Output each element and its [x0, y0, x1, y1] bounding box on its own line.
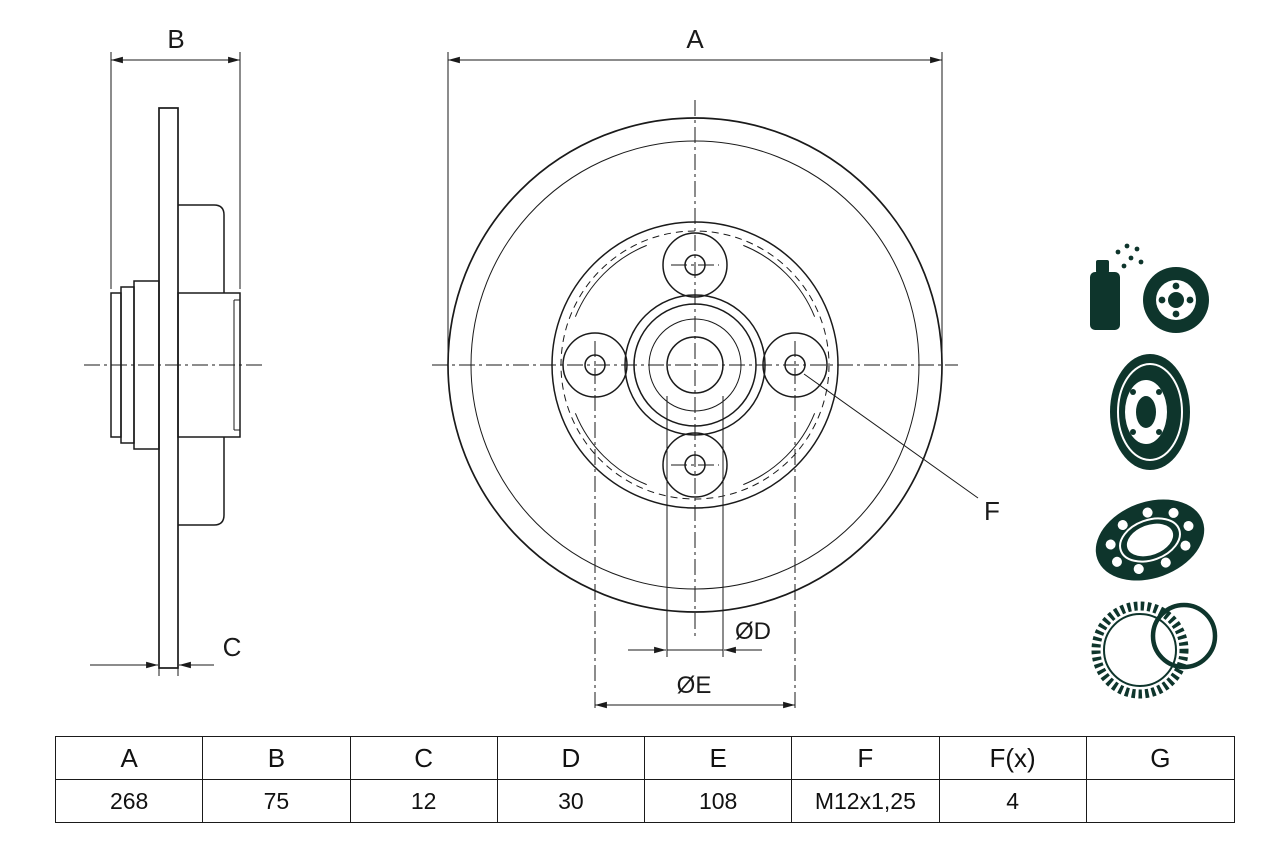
- bearing-ball: [1111, 556, 1122, 567]
- dim-label-d: ØD: [735, 618, 771, 645]
- dimension-b: B: [110, 24, 241, 289]
- dimension-a: A: [447, 24, 943, 356]
- hub-bolt-dot: [1186, 296, 1194, 304]
- leader-line: [803, 373, 979, 499]
- spray-dot: [1115, 249, 1121, 255]
- brake-disc-icon: [1110, 354, 1190, 470]
- table-header-e: E: [645, 737, 793, 780]
- front-view: [432, 100, 958, 638]
- spray-dot: [1121, 263, 1127, 269]
- bearing-ball: [1183, 520, 1194, 531]
- bearing-ball: [1180, 540, 1191, 551]
- scallop-arc: [574, 244, 647, 317]
- table-header-a: A: [56, 737, 204, 780]
- disc-groove: [1117, 363, 1183, 461]
- table-value-f: M12x1,25: [792, 780, 940, 822]
- technical-drawing: B C: [84, 24, 1218, 712]
- center-bore: [666, 336, 724, 394]
- bearing-ball: [1160, 557, 1171, 568]
- table-header-d: D: [497, 737, 645, 780]
- spray-can-and-hub-icon: [1090, 243, 1209, 333]
- bolt-boss-top: [662, 232, 728, 298]
- scallop-arc: [574, 413, 647, 486]
- dim-label-c: C: [223, 632, 242, 662]
- spray-can-body: [1090, 272, 1120, 330]
- hub-bell-bottom: [178, 437, 225, 526]
- dimension-e: ØE: [594, 341, 796, 712]
- dim-label-f: F: [984, 496, 1000, 526]
- dimension-c: C: [90, 632, 241, 676]
- label-f: F: [803, 373, 1000, 526]
- table-value-e: 108: [645, 780, 793, 822]
- tone-ring-teeth: [1091, 601, 1189, 699]
- bearing-ball: [1133, 564, 1144, 575]
- hub-bolt-dot: [1172, 310, 1180, 318]
- table-header-g: G: [1086, 737, 1234, 780]
- bearing-inner-race: [1119, 517, 1181, 563]
- table-value-d: 30: [498, 780, 645, 822]
- hub-bolt-dot: [1158, 296, 1166, 304]
- table-value-a: 268: [56, 780, 204, 822]
- scallop-arc: [743, 413, 816, 486]
- hub-face-bore: [1168, 292, 1184, 308]
- table-header-f: F: [792, 737, 940, 780]
- hub-flange-outer: [551, 221, 839, 509]
- table-header-b: B: [203, 737, 351, 780]
- spray-can-nozzle: [1096, 260, 1109, 273]
- table-header-fx: F(x): [939, 737, 1087, 780]
- hub-nose-step3: [110, 292, 122, 438]
- disc-outer-edge: [447, 117, 943, 613]
- spray-dot: [1134, 246, 1140, 252]
- table-value-fx: 4: [940, 780, 1087, 822]
- table-value-c: 12: [351, 780, 498, 822]
- disc-bolt-dot: [1156, 389, 1162, 395]
- hub-pilot-inner: [648, 318, 742, 412]
- smooth-ring: [1150, 602, 1218, 670]
- dim-label-b: B: [167, 24, 184, 54]
- table-value-b: 75: [203, 780, 351, 822]
- scallop-arc: [743, 244, 816, 317]
- dimension-d: ØD: [628, 396, 771, 657]
- bearing-ball: [1168, 507, 1179, 518]
- dim-label-e: ØE: [677, 672, 712, 699]
- disc-bolt-dot: [1130, 429, 1136, 435]
- table-value-row: 268 75 12 30 108 M12x1,25 4: [56, 780, 1234, 822]
- bearing-ball: [1142, 507, 1153, 518]
- bearing-block: [177, 292, 241, 438]
- abs-sensor-ring-icon: [1091, 601, 1218, 699]
- tone-ring-inner-edge: [1103, 613, 1177, 687]
- disc-bore: [1136, 396, 1156, 428]
- disc-bolt-dot: [1156, 429, 1162, 435]
- table-header-c: C: [350, 737, 498, 780]
- spray-dot: [1138, 259, 1144, 265]
- hub-bell-top: [178, 204, 225, 293]
- spray-dot: [1124, 243, 1130, 249]
- table-header-row: A B C D E F F(x) G: [56, 737, 1234, 780]
- spec-table: A B C D E F F(x) G 268 75 12 30 108 M12x…: [55, 736, 1235, 823]
- bearing-ball: [1117, 520, 1128, 531]
- hub-plate-ring: [624, 294, 766, 436]
- disc-bolt-dot: [1130, 389, 1136, 395]
- hub-hidden-edge: [560, 230, 830, 500]
- friction-band-inner-edge: [470, 140, 920, 590]
- bolt-boss-bottom: [662, 432, 728, 498]
- ball-bearing-icon: [1095, 499, 1205, 581]
- side-view: [84, 107, 262, 669]
- table-value-g: [1087, 780, 1234, 822]
- hub-pilot-outer: [633, 303, 757, 427]
- disc-plate-section: [158, 107, 179, 669]
- spray-dot: [1128, 255, 1134, 261]
- hub-bolt-dot: [1172, 282, 1180, 290]
- bearing-bore: [1126, 523, 1174, 557]
- bearing-ball: [1105, 539, 1116, 550]
- dim-label-a: A: [686, 24, 704, 54]
